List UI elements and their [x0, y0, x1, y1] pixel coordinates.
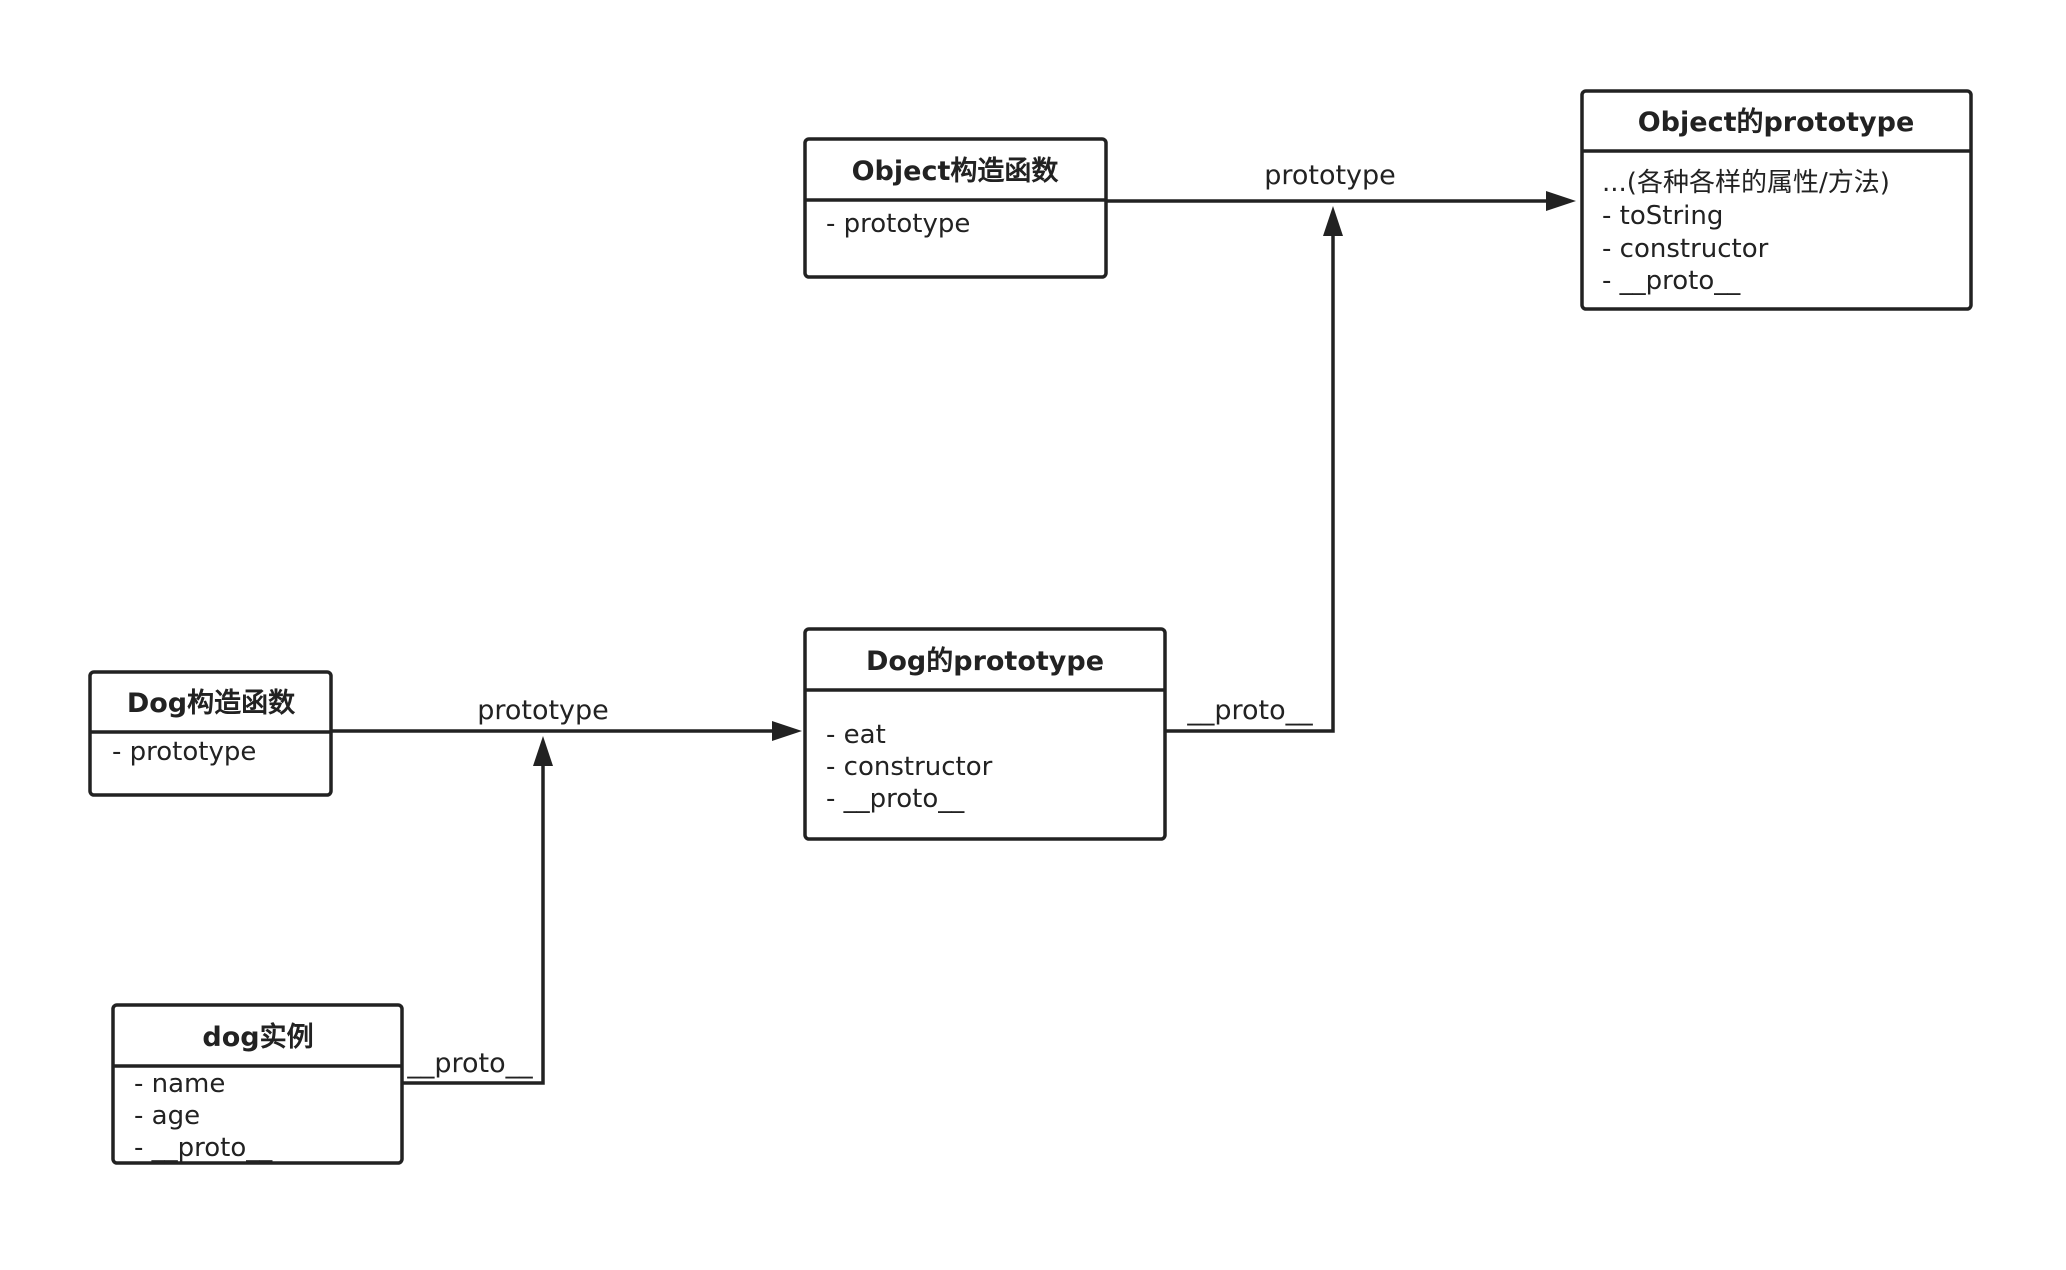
box-item-constructor: - constructor: [1602, 234, 1769, 264]
edge-line: [402, 766, 545, 1085]
box-item-constructor: - constructor: [826, 752, 993, 782]
edge-line: [1162, 236, 1335, 733]
box-item-various-members: ...(各种各样的属性/方法): [1602, 168, 1890, 198]
edge-label-prototype: prototype: [1264, 160, 1396, 191]
edge-label-prototype: prototype: [477, 695, 609, 726]
box-title: dog实例: [202, 1021, 313, 1053]
box-dog-constructor: Dog构造函数 - prototype: [88, 670, 333, 797]
arrowhead-icon: [1323, 206, 1343, 236]
box-item-prototype: - prototype: [826, 209, 970, 239]
edge-object-constructor-to-object-prototype: prototype: [1104, 160, 1576, 211]
box-dog-instance: dog实例 - name - age - __proto__: [111, 1003, 404, 1165]
box-frame: [111, 1003, 404, 1165]
box-title: Object的prototype: [1638, 106, 1915, 138]
box-item-prototype: - prototype: [112, 737, 256, 767]
box-item-age: - age: [134, 1101, 200, 1131]
arrowhead-icon: [1546, 191, 1576, 211]
box-frame: [1580, 89, 1973, 311]
box-item-proto: - __proto__: [1602, 266, 1741, 296]
edge-dog-constructor-to-dog-prototype: prototype: [331, 695, 802, 741]
box-item-proto: - __proto__: [134, 1133, 273, 1163]
edge-dog-prototype-to-object-prototype: __proto__: [1162, 206, 1343, 733]
edge-dog-instance-to-dog-prototype: __proto__: [402, 736, 553, 1085]
box-title: Object构造函数: [852, 156, 1060, 187]
box-frame: [803, 627, 1167, 841]
arrowhead-icon: [772, 721, 802, 741]
arrowhead-icon: [533, 736, 553, 766]
box-item-tostring: - toString: [1602, 201, 1723, 231]
box-title: Dog构造函数: [127, 688, 296, 719]
box-item-name: - name: [134, 1069, 225, 1099]
box-title: Dog的prototype: [866, 645, 1104, 677]
box-dog-prototype: Dog的prototype - eat - constructor - __pr…: [803, 627, 1167, 841]
edge-label-proto: __proto__: [406, 1048, 533, 1079]
box-item-proto: - __proto__: [826, 784, 965, 814]
box-object-constructor: Object构造函数 - prototype: [803, 137, 1108, 279]
edge-label-proto: __proto__: [1186, 695, 1313, 726]
box-object-prototype: Object的prototype ...(各种各样的属性/方法) - toStr…: [1580, 89, 1973, 311]
box-item-eat: - eat: [826, 720, 886, 750]
box-frame: [803, 137, 1108, 279]
